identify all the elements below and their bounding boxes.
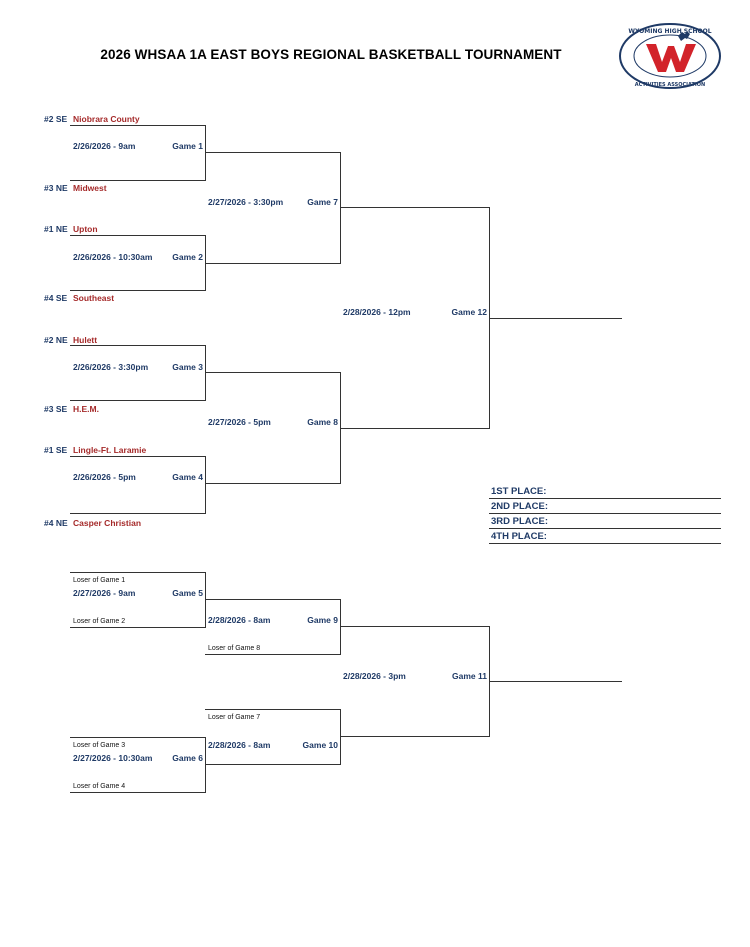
game-4-date: 2/26/2026 - 5pm <box>73 472 136 482</box>
line-g6-out <box>205 764 341 765</box>
line-g1-out <box>205 152 341 153</box>
line-g3-out <box>205 372 341 373</box>
line-place-1 <box>489 498 721 499</box>
line-g3-vert <box>205 345 206 401</box>
team-name: Niobrara County <box>73 114 140 124</box>
line-place-3 <box>489 528 721 529</box>
place-4-label: 4TH PLACE: <box>491 531 547 542</box>
loser-slot: Loser of Game 3 <box>73 742 126 749</box>
team-seed: #2 NE <box>44 335 68 345</box>
game-7-label: Game 7 <box>307 197 338 207</box>
game-11-date: 2/28/2026 - 3pm <box>343 671 406 681</box>
line-g6-top <box>70 737 206 738</box>
team-seed: #3 NE <box>44 183 68 193</box>
game-9-date: 2/28/2026 - 8am <box>208 615 271 625</box>
loser-slot: Loser of Game 2 <box>73 618 126 625</box>
line-g4-bottom <box>70 513 206 514</box>
line-g2-top <box>70 235 206 236</box>
team-name: Casper Christian <box>73 518 142 528</box>
game-1-date: 2/26/2026 - 9am <box>73 141 136 151</box>
game-9-label: Game 9 <box>307 615 338 625</box>
line-g6-bottom <box>70 792 206 793</box>
game-11-label: Game 11 <box>452 671 487 681</box>
loser-slot: Loser of Game 1 <box>73 577 126 584</box>
team-name: H.E.M. <box>73 404 99 414</box>
logo-top-text: WYOMING HIGH SCHOOL <box>628 28 711 35</box>
line-g7-out <box>340 207 490 208</box>
line-g7-vert <box>340 152 341 264</box>
game-5-label: Game 5 <box>172 588 203 598</box>
line-g5-bottom <box>70 627 206 628</box>
line-g1-vert <box>205 125 206 181</box>
line-g2-bottom <box>70 290 206 291</box>
line-place-2 <box>489 513 721 514</box>
line-g4-out <box>205 483 341 484</box>
game-4-label: Game 4 <box>172 472 203 482</box>
line-g5-top <box>70 572 206 573</box>
team-name: Hulett <box>73 335 98 345</box>
line-place-4 <box>489 543 721 544</box>
loser-slot: Loser of Game 4 <box>73 783 126 790</box>
game-5-date: 2/27/2026 - 9am <box>73 588 136 598</box>
logo-bottom-text: ACTIVITIES ASSOCIATION <box>635 82 705 88</box>
line-g10-out <box>340 736 490 737</box>
game-12-date: 2/28/2026 - 12pm <box>343 307 411 317</box>
game-6-label: Game 6 <box>172 753 203 763</box>
line-g6-vert <box>205 737 206 793</box>
game-7-date: 2/27/2026 - 3:30pm <box>208 197 284 207</box>
line-g11-out <box>489 681 622 682</box>
game-8-label: Game 8 <box>307 417 338 427</box>
line-g3-top <box>70 345 206 346</box>
game-6-date: 2/27/2026 - 10:30am <box>73 753 153 763</box>
line-g12-out <box>489 318 622 319</box>
line-g1-top <box>70 125 206 126</box>
game-3-label: Game 3 <box>172 362 203 372</box>
line-g8-out <box>340 428 490 429</box>
game-3-date: 2/26/2026 - 3:30pm <box>73 362 149 372</box>
team-seed: #4 SE <box>44 293 68 303</box>
line-g5-out <box>205 599 341 600</box>
team-seed: #2 SE <box>44 114 68 124</box>
game-10-date: 2/28/2026 - 8am <box>208 740 271 750</box>
line-g9-out <box>340 626 490 627</box>
loser-slot: Loser of Game 8 <box>208 645 261 652</box>
game-8-date: 2/27/2026 - 5pm <box>208 417 271 427</box>
page-title: 2026 WHSAA 1A EAST BOYS REGIONAL BASKETB… <box>100 47 562 62</box>
team-name: Southeast <box>73 293 115 303</box>
team-name: Lingle-Ft. Laramie <box>73 445 147 455</box>
game-1-label: Game 1 <box>172 141 203 151</box>
place-1-label: 1ST PLACE: <box>491 486 547 497</box>
place-3-label: 3RD PLACE: <box>491 516 549 527</box>
line-g10-vert <box>340 709 341 765</box>
team-seed: #4 NE <box>44 518 68 528</box>
line-g1-bottom <box>70 180 206 181</box>
team-seed: #3 SE <box>44 404 68 414</box>
line-g3-bottom <box>70 400 206 401</box>
game-12-label: Game 12 <box>451 307 487 317</box>
whsaa-logo: WYOMING HIGH SCHOOL ACTIVITIES ASSOCIATI… <box>619 23 721 89</box>
line-g2-out <box>205 263 341 264</box>
team-seed: #1 NE <box>44 224 68 234</box>
line-g4-top <box>70 456 206 457</box>
line-g4-vert <box>205 456 206 514</box>
line-g9-bottom <box>205 654 341 655</box>
place-2-label: 2ND PLACE: <box>491 501 549 512</box>
team-name: Upton <box>73 224 98 234</box>
game-10-label: Game 10 <box>302 740 338 750</box>
line-g10-top <box>205 709 341 710</box>
game-2-date: 2/26/2026 - 10:30am <box>73 252 153 262</box>
game-2-label: Game 2 <box>172 252 203 262</box>
loser-slot: Loser of Game 7 <box>208 714 261 721</box>
line-g9-vert <box>340 599 341 655</box>
team-seed: #1 SE <box>44 445 68 455</box>
team-name: Midwest <box>73 183 107 193</box>
line-g5-vert <box>205 572 206 628</box>
